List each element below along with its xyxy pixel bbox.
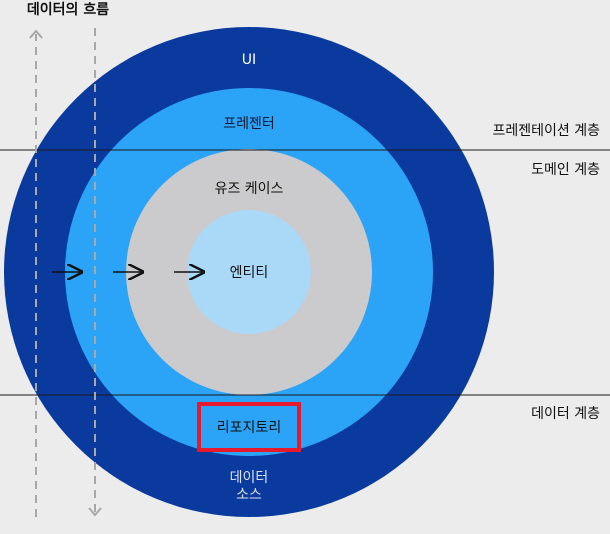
data-source-label-line1: 데이터 (230, 470, 269, 486)
diagram-title: 데이터의 흐름 (27, 1, 109, 18)
data-flow-up-arrow (29, 29, 43, 517)
entity-core (187, 210, 311, 334)
domain-layer-label: 도메인 계층 (531, 162, 600, 178)
ui-label: UI (242, 52, 256, 68)
repository-label: 리포지토리 (217, 420, 281, 436)
data-flow-down-arrow (88, 28, 102, 517)
arrow-down-icon (88, 507, 102, 517)
presenter-label: 프레젠터 (223, 116, 275, 132)
entity-label: 엔티티 (230, 265, 269, 281)
arrow-up-icon (29, 29, 43, 39)
presentation-layer-label: 프레젠테이션 계층 (493, 123, 601, 139)
data-layer-label: 데이터 계층 (531, 406, 600, 422)
data-source-label-line2: 소스 (236, 487, 262, 503)
use-cases-label: 유즈 케이스 (215, 181, 284, 197)
repository-box: 리포지토리 (197, 402, 301, 452)
